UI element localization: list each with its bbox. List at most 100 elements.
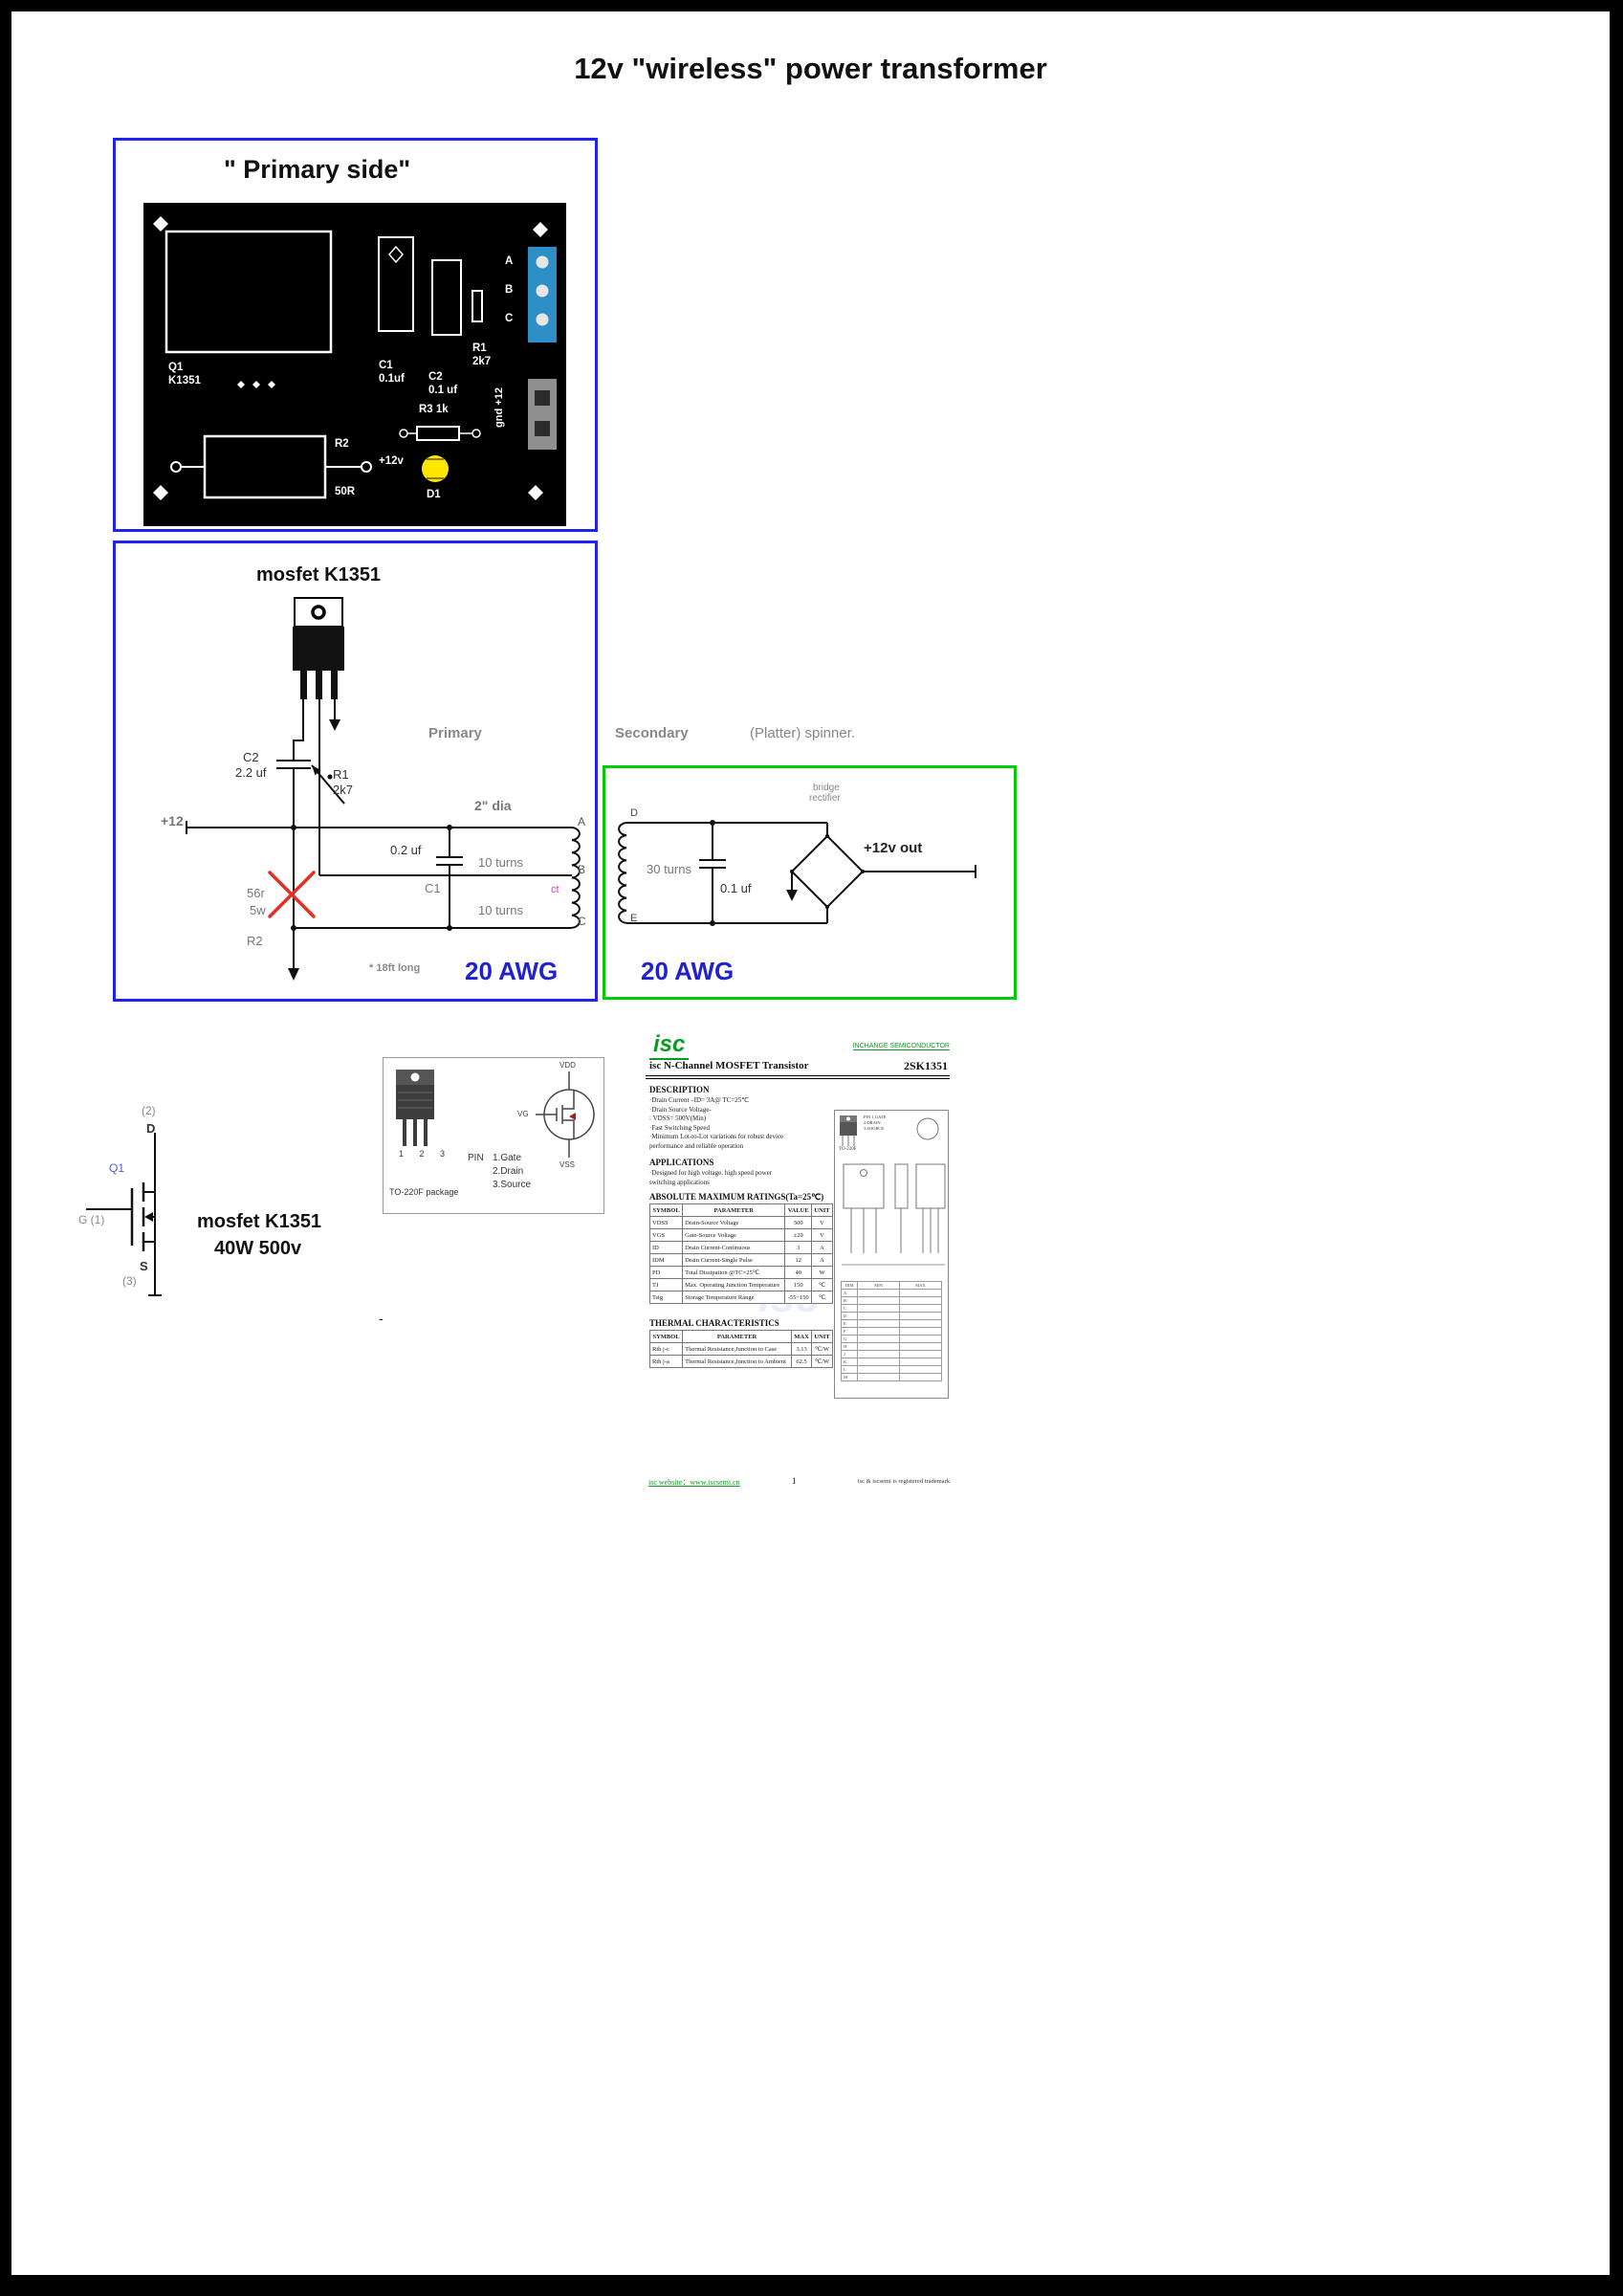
led-d1 — [422, 455, 449, 482]
vg-label: VG — [517, 1110, 529, 1118]
secondary-label: Secondary — [615, 725, 689, 741]
pcb-pin-a: A — [505, 255, 514, 267]
c1-ref: C1 — [425, 881, 441, 895]
pkg-pin3-label: 3.Source — [493, 1180, 532, 1190]
brand-label: INCHANGE SEMICONDUCTOR — [852, 1043, 950, 1050]
q1-label: Q1 — [109, 1161, 125, 1175]
pcb-q1-part: K1351 — [168, 375, 201, 386]
dimension-row: J — [840, 1350, 942, 1358]
footer-website: isc website：www.iscsemi.cn — [648, 1478, 740, 1487]
datasheet-pkg-name: TO-220F — [839, 1147, 857, 1152]
pcb-r1-ref: R1 — [472, 342, 487, 354]
r1-value: 2k7 — [333, 783, 353, 797]
source-label: S — [140, 1259, 148, 1273]
r1-ref: R1 — [333, 767, 349, 782]
pcb-12v-label: +12v — [379, 455, 404, 467]
dash-mark: - — [379, 1311, 384, 1326]
secondary-box — [603, 765, 1017, 1000]
part-number: 2SK1351 — [903, 1059, 948, 1072]
dimension-row: E — [840, 1319, 942, 1328]
secondary-cap-value: 0.1 uf — [720, 881, 752, 895]
applications-list: ·Designed for high voltage, high speed p… — [649, 1169, 773, 1186]
mosfet-caption-1: mosfet K1351 — [197, 1211, 322, 1232]
tap-d-label: D — [630, 807, 638, 819]
dimension-row: H — [840, 1342, 942, 1351]
vdd-label: VDD — [559, 1061, 576, 1070]
primary-side-box — [113, 138, 598, 532]
wire-length-note: * 18ft long — [369, 962, 421, 974]
dimension-row: A — [840, 1289, 942, 1297]
tap-e-label: E — [630, 913, 638, 924]
dimension-row: F — [840, 1327, 942, 1336]
pcb-outlines — [164, 230, 483, 499]
pcb-c2-val: 0.1 uf — [428, 385, 458, 396]
vss-label: VSS — [559, 1160, 576, 1169]
source-pin-number: (3) — [122, 1274, 137, 1288]
r2-value-1: 56r — [247, 886, 265, 900]
tap-b-label: B — [578, 863, 586, 876]
supply-12v-label: +12 — [161, 813, 184, 828]
header-rule — [646, 1075, 950, 1079]
primary-awg-label: 20 AWG — [465, 957, 559, 985]
thermal-heading: THERMAL CHARACTERISTICS — [649, 1318, 779, 1328]
pcb-pin-b: B — [505, 284, 514, 296]
turns-top-label: 10 turns — [478, 855, 523, 870]
dimension-row: G — [840, 1335, 942, 1343]
bridge-label-1: bridge — [813, 783, 840, 793]
pcb-gnd-label: gnd +12 — [493, 387, 505, 428]
primary-schematic-box — [113, 541, 598, 1002]
pcb-silkscreen-svg — [153, 216, 557, 500]
primary-side-label: " Primary side" — [224, 155, 411, 184]
pcb-r2-ref: R2 — [335, 438, 349, 450]
gate-label: G (1) — [78, 1213, 105, 1226]
datasheet-title: isc N-Channel MOSFET Transistor — [649, 1060, 809, 1071]
output-label: +12v out — [864, 840, 923, 856]
package-figure-box: 1 2 3 TO-220F package PIN 1.Gate 2.Drain… — [383, 1057, 604, 1214]
tap-a-label: A — [578, 815, 586, 828]
pcb-pin-c: C — [505, 313, 514, 324]
dimension-row: B — [840, 1296, 942, 1305]
pcb-r2-val: 50R — [335, 486, 356, 497]
platter-spinner-label: (Platter) spinner. — [750, 725, 856, 741]
dimension-row: K — [840, 1358, 942, 1366]
mosfet-substrate-arrow — [144, 1212, 153, 1222]
pcb-photo: Q1 K1351 C1 0.1uf C2 0.1 uf R1 2k7 A B C… — [143, 203, 566, 526]
bridge-label-2: rectifier — [809, 793, 841, 804]
dimension-row: D — [840, 1312, 942, 1320]
r2-ref: R2 — [247, 934, 263, 948]
primary-label: Primary — [428, 725, 482, 741]
page-title: 12v "wireless" power transformer — [574, 52, 1047, 85]
tap-c-label: C — [578, 915, 586, 928]
dimension-row: L — [840, 1365, 942, 1374]
r2-value-2: 5w — [250, 903, 266, 917]
mosfet-title: mosfet K1351 — [256, 564, 382, 585]
pcb-r3-label: R3 1k — [419, 404, 449, 415]
pkg-name-label: TO-220F package — [389, 1187, 459, 1197]
c2-ref: C2 — [243, 750, 259, 764]
isc-logo: isc — [649, 1031, 690, 1060]
pkg-pin-header: PIN — [468, 1153, 484, 1163]
page: 12v "wireless" power transformer " Prima… — [11, 11, 1610, 2275]
center-tap-label: ct — [551, 884, 559, 895]
datasheet: isc INCHANGE SEMICONDUCTOR isc N-Channel… — [646, 1031, 950, 1464]
ratings-heading: ABSOLUTE MAXIMUM RATINGS(Ta=25℃) — [649, 1192, 824, 1202]
drain-label: D — [146, 1121, 156, 1136]
pcb-r1-val: 2k7 — [472, 356, 492, 367]
pcb-c2-ref: C2 — [428, 371, 443, 383]
footer-trademark: isc & iscsemi is registered trademark — [857, 1478, 950, 1485]
connector-power — [528, 379, 557, 450]
turns-bottom-label: 10 turns — [478, 903, 523, 917]
pkg-pin2-label: 2.Drain — [493, 1166, 524, 1177]
